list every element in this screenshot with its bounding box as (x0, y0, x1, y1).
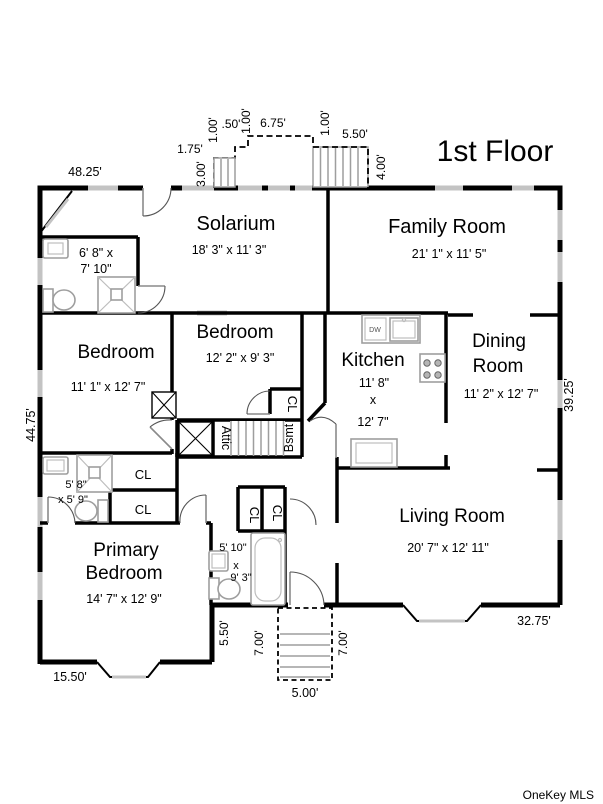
dim-porch-rise-c: 1.00' (318, 110, 332, 136)
page-title: 1st Floor (437, 135, 554, 168)
room-label-primary-2: Bedroom (85, 563, 162, 584)
dishwasher-label: DW (369, 327, 381, 334)
room-dims-living: 20' 7" x 12' 11" (407, 541, 489, 555)
rear-steps (277, 607, 333, 681)
room-dims-kitchen-width: 11' 8" (359, 376, 389, 390)
dim-porch-tread: .50' (222, 117, 241, 131)
bath-rear-width: 5' 10" (219, 542, 247, 554)
dimension-labels: 48.25' 44.75' 39.25' 15.50' 32.75' 5.50'… (24, 108, 576, 700)
room-dims-primary: 14' 7" x 12' 9" (86, 592, 162, 606)
dim-porch-walk: 6.75' (260, 116, 286, 130)
closet-label-2: CL (135, 502, 152, 517)
sink-icon (42, 238, 69, 259)
interior-walls (40, 188, 560, 605)
closet-label-3: CL (285, 396, 300, 413)
bath-top-dims-1: 6' 8" x (79, 246, 114, 260)
dim-rear-steps-right: 7.00' (336, 630, 350, 656)
dim-side-jog: 5.50' (217, 620, 231, 646)
room-dims-solarium: 18' 3" x 11' 3" (192, 243, 267, 257)
room-label-kitchen: Kitchen (341, 350, 404, 371)
toilet-icon (97, 499, 109, 523)
sink-icon (208, 550, 229, 572)
bath-mid-dims-1: 5' 8" (65, 479, 86, 491)
bath-top-dims-2: 7' 10" (80, 262, 111, 276)
closet-label-4: CL (247, 507, 262, 524)
attic-basement-stairs (230, 421, 285, 456)
bath-mid-dims-2: x 5' 9" (58, 494, 88, 506)
dim-bottom-right: 32.75' (517, 614, 551, 628)
labels: 1st Floor Solarium 18' 3" x 11' 3" Famil… (58, 135, 553, 606)
dim-porch-rise-b: 1.00' (239, 108, 253, 134)
room-dims-bedroom-middle: 12' 2" x 9' 3" (206, 351, 275, 365)
bathroom-top-fixtures (42, 238, 136, 314)
attic-stairs-label: Attic (219, 426, 233, 450)
dim-rear-steps-width: 5.00' (292, 686, 319, 700)
stove-icon (419, 353, 446, 383)
room-label-bedroom-left: Bedroom (77, 342, 154, 363)
room-label-bedroom-middle: Bedroom (196, 322, 273, 343)
bay-window-living (402, 604, 482, 623)
dim-right-wall: 39.25' (562, 378, 576, 412)
room-label-primary-1: Primary (93, 540, 159, 561)
room-label-living: Living Room (399, 506, 505, 527)
bay-window-primary (96, 661, 161, 679)
dim-porch-step-depth: 3.00' (194, 161, 208, 187)
room-dims-family: 21' 1" x 11' 5" (412, 247, 487, 261)
basement-stairs-label: Bsmt (282, 423, 296, 452)
front-porch-steps (213, 135, 369, 188)
dim-porch-stair-width: 5.50' (342, 127, 368, 141)
room-label-dining-2: Room (473, 356, 524, 377)
dim-rear-steps-left: 7.00' (252, 630, 266, 656)
dim-left-wall: 44.75' (24, 408, 38, 442)
room-dims-dining: 11' 2" x 12' 7" (464, 387, 539, 401)
room-dims-kitchen-length: 12' 7" (357, 415, 388, 429)
sink-icon (42, 456, 69, 475)
doors (47, 187, 337, 606)
bathroom-rear-fixtures (208, 532, 286, 606)
room-label-dining-1: Dining (472, 331, 526, 352)
room-label-family: Family Room (388, 216, 506, 238)
toilet-icon (42, 288, 54, 313)
bathroom-mid-fixtures (42, 454, 113, 523)
bathtub-icon (250, 532, 286, 606)
dim-porch-stair-depth: 4.00' (374, 154, 388, 180)
dishwasher-icon (364, 317, 387, 341)
closet-label-5: CL (270, 505, 285, 522)
dim-porch-rise-a: 1.00' (206, 117, 220, 143)
room-dims-kitchen-x: x (370, 393, 377, 407)
kitchen-appliances (350, 314, 446, 468)
dim-bottom-left: 15.50' (53, 670, 87, 684)
bath-rear-x: x (233, 560, 239, 572)
bifold-doors (151, 391, 213, 456)
dim-porch-step-offset: 1.75' (177, 142, 203, 156)
bath-rear-length: 9' 3" (230, 572, 251, 584)
room-label-solarium: Solarium (197, 213, 276, 235)
closet-label-1: CL (135, 467, 152, 482)
watermark: OneKey MLS (523, 788, 594, 802)
dim-top-wall: 48.25' (68, 165, 102, 179)
range-icon (350, 438, 398, 468)
room-dims-bedroom-left: 11' 1" x 12' 7" (71, 380, 146, 394)
